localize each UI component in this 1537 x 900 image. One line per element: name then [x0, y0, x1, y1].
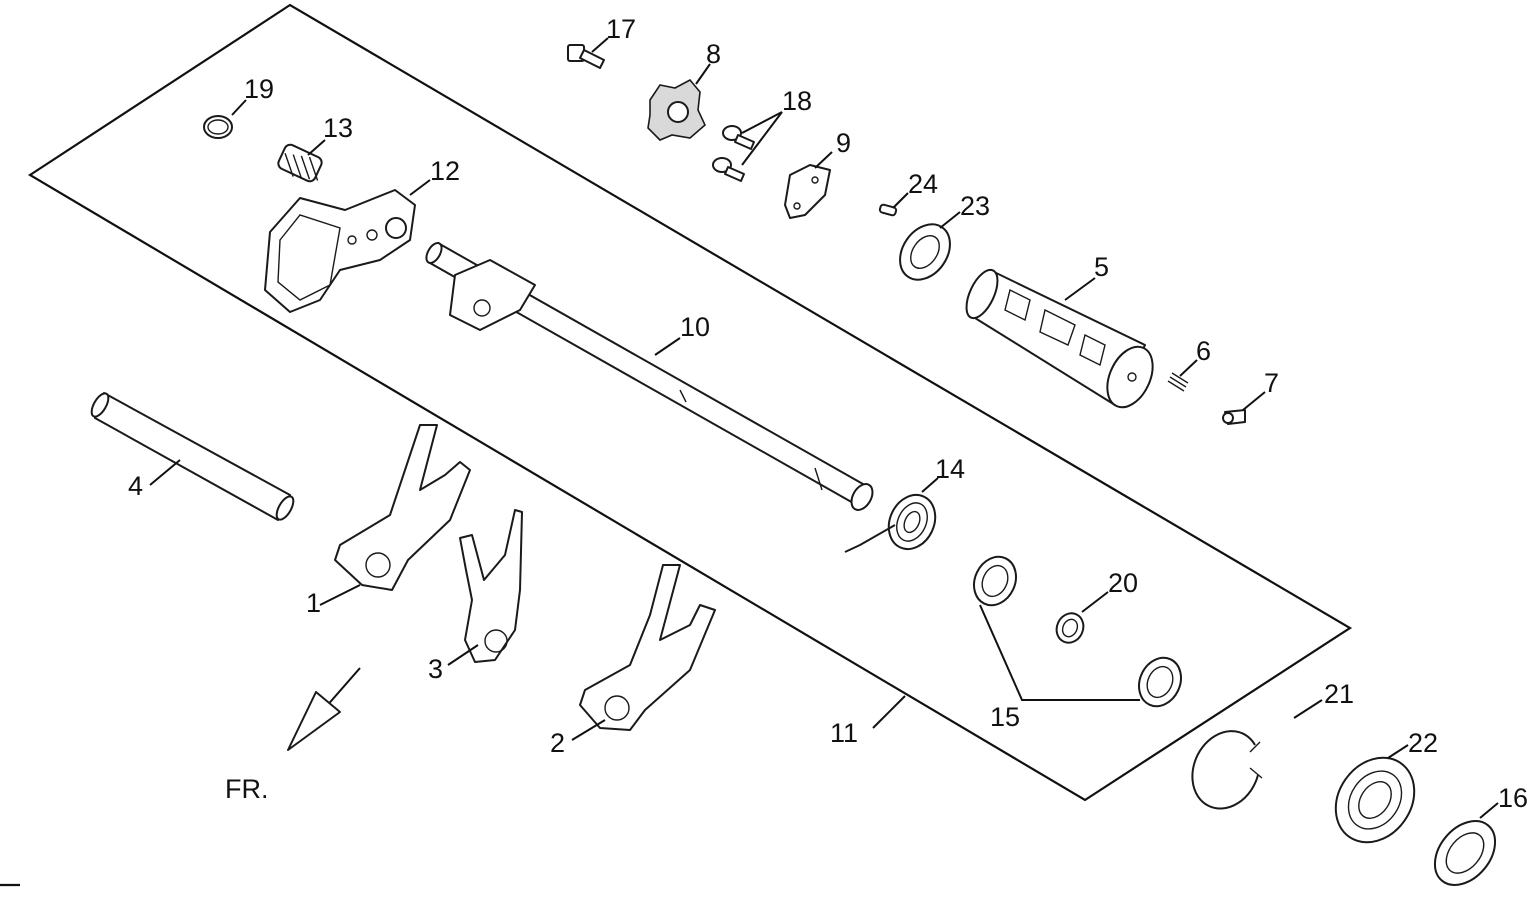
part-17-bolt — [567, 44, 605, 69]
callout-2: 2 — [550, 728, 565, 758]
part-8-star-cam — [647, 78, 706, 141]
part-19-circlip — [203, 115, 233, 139]
part-3-shift-fork — [459, 509, 523, 663]
callout-24: 24 — [908, 169, 938, 199]
part-14-return-spring — [844, 493, 937, 553]
front-label: FR. — [225, 774, 269, 804]
callout-7: 7 — [1264, 368, 1279, 398]
part-13-spring — [277, 143, 323, 183]
callout-21: 21 — [1324, 679, 1354, 709]
part-12-stopper-plate — [264, 189, 416, 313]
part-4-fork-shaft — [90, 392, 295, 521]
part-10-shift-shaft — [425, 242, 874, 511]
callout-12: 12 — [430, 156, 460, 186]
part-23-oil-seal — [899, 223, 951, 281]
part-1-shift-fork — [334, 424, 471, 591]
part-21-snap-ring — [1191, 730, 1263, 810]
callout-15: 15 — [990, 702, 1020, 732]
part-6-spring — [1167, 372, 1189, 392]
part-15-washers — [973, 555, 1182, 708]
callout-4: 4 — [128, 471, 143, 501]
subassembly-boundary — [27, 3, 1353, 802]
callout-17: 17 — [606, 14, 636, 44]
part-18-screws — [712, 125, 755, 182]
callout-6: 6 — [1196, 336, 1211, 366]
front-direction-arrow — [287, 667, 361, 751]
callout-20: 20 — [1108, 568, 1138, 598]
callout-3: 3 — [428, 654, 443, 684]
callout-14: 14 — [935, 454, 965, 484]
part-24-pin — [878, 203, 898, 217]
callout-11: 11 — [830, 718, 858, 748]
part-9-segment-plate — [784, 164, 831, 219]
part-2-shift-fork — [579, 564, 716, 731]
part-5-shift-drum — [965, 268, 1154, 409]
callout-22: 22 — [1408, 728, 1438, 758]
callout-8: 8 — [706, 39, 721, 69]
callout-labels: 19 13 12 17 8 18 9 24 23 5 6 7 10 14 20 … — [128, 14, 1528, 813]
callout-5: 5 — [1094, 252, 1109, 282]
callout-13: 13 — [323, 113, 353, 143]
callout-9: 9 — [836, 128, 851, 158]
callout-16: 16 — [1498, 783, 1528, 813]
part-20-small-washer — [1055, 612, 1085, 644]
callout-18: 18 — [782, 86, 812, 116]
part-22-bearing — [1334, 756, 1416, 844]
callout-23: 23 — [960, 191, 990, 221]
leader-lines — [149, 37, 1499, 819]
callout-19: 19 — [244, 74, 274, 104]
part-7-pin — [1222, 409, 1246, 425]
part-16-oil-seal — [1433, 820, 1497, 886]
callout-10: 10 — [680, 312, 710, 342]
callout-1: 1 — [306, 588, 321, 618]
